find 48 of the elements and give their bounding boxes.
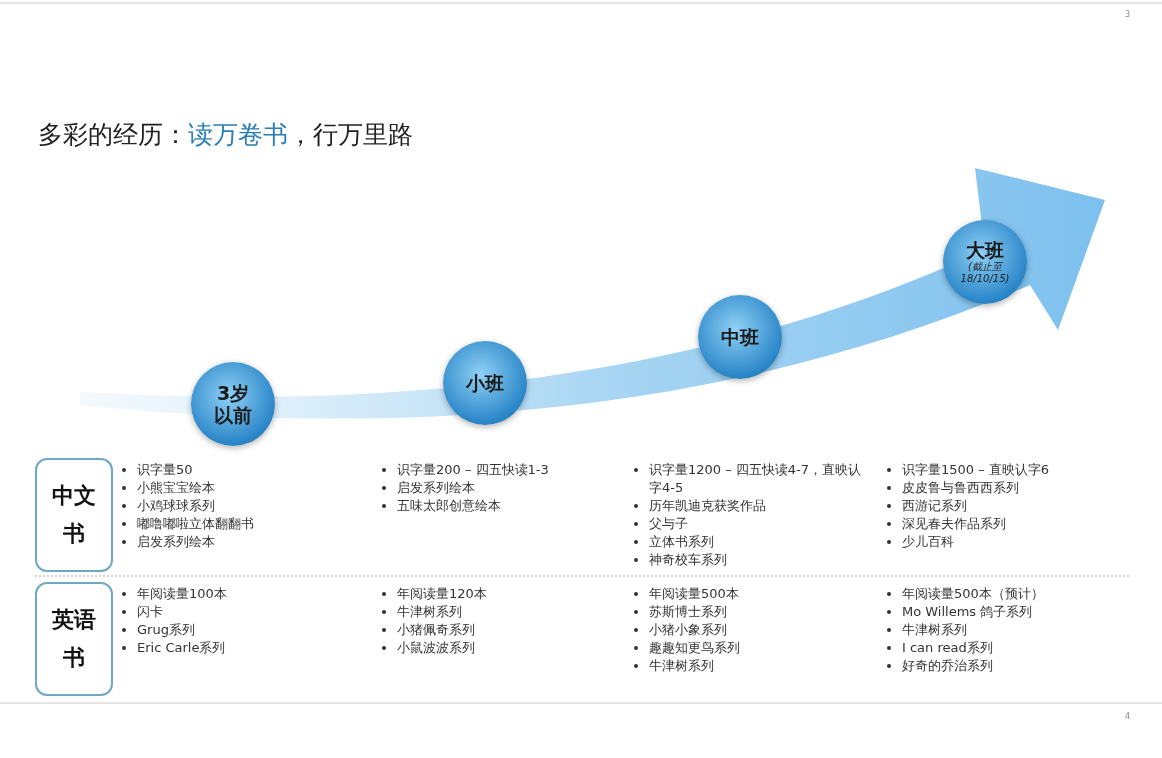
row-header-box: 中文书	[35, 458, 113, 572]
bullet-item: 启发系列绘本	[397, 479, 475, 497]
bullet-item: 小熊宝宝绘本	[137, 479, 215, 497]
bullet-item: 嘟噜嘟啦立体翻翻书	[137, 515, 254, 533]
stage-circle	[698, 295, 782, 379]
bullet-item: 识字量200 – 四五快读1-3	[397, 461, 549, 479]
bullet-item: 启发系列绘本	[137, 533, 215, 551]
bullet-item: 小猪小象系列	[649, 621, 727, 639]
bullet-item: 年阅读量100本	[137, 585, 227, 603]
bullet-item: I can read系列	[902, 639, 993, 657]
stage-name: 小班	[465, 372, 505, 394]
page-number: 3	[1125, 10, 1131, 19]
page-number: 4	[1125, 712, 1131, 721]
bullet-item: 趣趣知更鸟系列	[649, 639, 740, 657]
bullet-item: 小猪佩奇系列	[397, 621, 475, 639]
bullet-item: 五味太郎创意绘本	[397, 497, 501, 515]
bullet-item: 立体书系列	[649, 533, 714, 551]
bullet-item: 识字量50	[137, 461, 193, 479]
bullet-item: 年阅读量500本（预计）	[902, 585, 1044, 603]
bullet-item: 小鸡球球系列	[137, 497, 215, 515]
bullet-item: 识字量1500 – 直映认字6	[902, 461, 1050, 479]
bullet-item: Mo Willems 鸽子系列	[902, 603, 1033, 621]
bullet-item: 神奇校车系列	[649, 551, 727, 569]
stage-name: 3岁以前	[213, 382, 253, 426]
row-header-box: 英语书	[35, 582, 113, 696]
slide-title: 多彩的经历：读万卷书，行万里路	[38, 119, 413, 151]
bullet-item: 少儿百科	[902, 533, 954, 551]
bullet-item: 年阅读量120本	[397, 585, 487, 603]
bullet-item: 牛津树系列	[397, 603, 462, 621]
bullet-item: 皮皮鲁与鲁西西系列	[902, 479, 1019, 497]
bullet-item: 闪卡	[137, 603, 163, 621]
bullet-item: 深见春夫作品系列	[902, 515, 1006, 533]
bullet-item: 识字量1200 – 四五快读4-7，直映认字4-5	[649, 461, 863, 497]
bullet-item: 父与子	[649, 515, 688, 533]
bullet-item: 牛津树系列	[902, 621, 967, 639]
bullet-item: 苏斯博士系列	[649, 603, 727, 621]
bullet-item: 牛津树系列	[649, 657, 714, 675]
stage-note: (截止至18/10/15)	[959, 261, 1011, 285]
stage-circle	[443, 341, 527, 425]
bullet-item: 年阅读量500本	[649, 585, 739, 603]
bullet-item: Eric Carle系列	[137, 639, 226, 657]
stage-name: 中班	[720, 326, 760, 348]
bullet-item: 历年凯迪克获奖作品	[649, 497, 766, 515]
bullet-item: 好奇的乔治系列	[902, 657, 993, 675]
stage-circle	[191, 362, 275, 446]
stage-name: 大班	[965, 239, 1005, 261]
bullet-item: 西游记系列	[902, 497, 967, 515]
bullet-item: 小鼠波波系列	[397, 639, 475, 657]
